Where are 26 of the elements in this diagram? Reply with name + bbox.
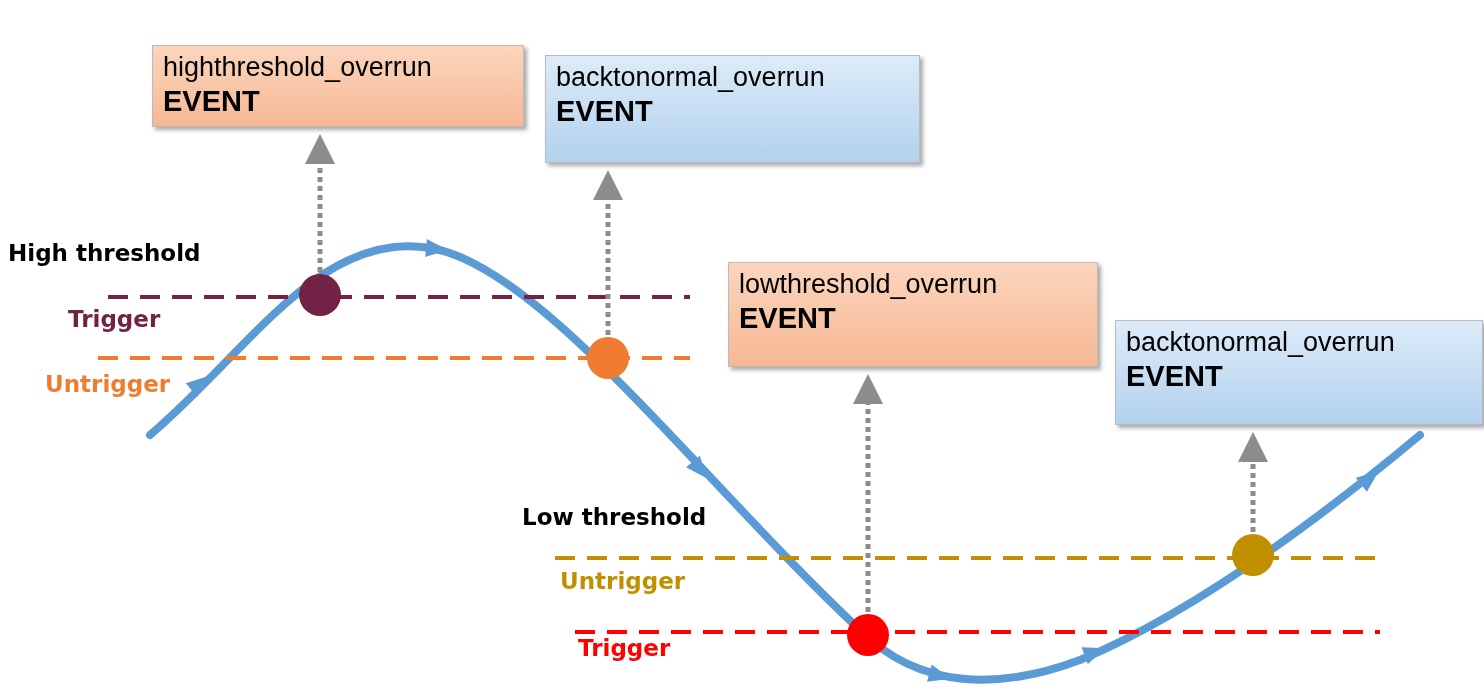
arrow bbox=[593, 170, 623, 335]
event-box bbox=[1115, 320, 1483, 425]
event-name: lowthreshold_overrun bbox=[739, 269, 999, 300]
level-label: Untrigger bbox=[45, 371, 171, 397]
event-point bbox=[1232, 534, 1274, 576]
event-type: EVENT bbox=[739, 302, 837, 335]
event-box bbox=[728, 262, 1098, 367]
event-name: backtonormal_overrun bbox=[556, 62, 826, 93]
event-type: EVENT bbox=[1126, 360, 1224, 393]
threshold-label: Low threshold bbox=[522, 504, 707, 530]
arrow bbox=[853, 374, 883, 612]
event-box bbox=[152, 45, 524, 127]
arrow bbox=[305, 134, 335, 272]
event-point bbox=[847, 614, 889, 656]
arrow bbox=[1238, 432, 1268, 532]
event-type: EVENT bbox=[163, 85, 261, 118]
threshold-label: High threshold bbox=[8, 240, 201, 266]
event-point bbox=[299, 274, 341, 316]
event-name: backtonormal_overrun bbox=[1126, 327, 1396, 358]
level-label: Untrigger bbox=[560, 568, 686, 594]
event-point bbox=[587, 337, 629, 379]
level-label: Trigger bbox=[578, 635, 671, 661]
event-box bbox=[545, 55, 920, 163]
event-type: EVENT bbox=[556, 95, 654, 128]
level-label: Trigger bbox=[68, 306, 161, 332]
event-name: highthreshold_overrun bbox=[163, 52, 433, 83]
